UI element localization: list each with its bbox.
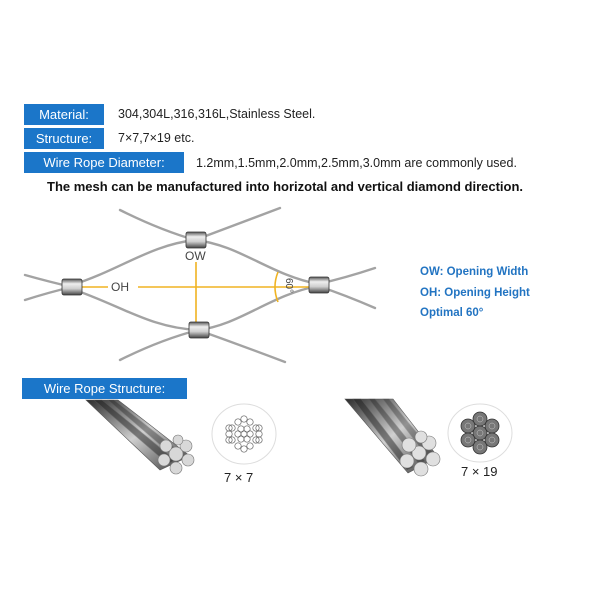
rope-7x7-image: [85, 399, 195, 475]
diameter-value: 1.2mm,1.5mm,2.0mm,2.5mm,3.0mm are common…: [196, 156, 517, 170]
legend-ow: OW: Opening Width: [420, 266, 529, 278]
cross-section-7x19: [447, 403, 513, 463]
rope-7x19-image: [344, 398, 441, 477]
ferrules: [61, 231, 330, 339]
dimension-lines: [80, 262, 312, 324]
material-tag: Material:: [24, 104, 104, 125]
diameter-tag: Wire Rope Diameter:: [24, 152, 184, 173]
ferrule-left: [61, 278, 83, 296]
structure-value: 7×7,7×19 etc.: [118, 131, 195, 145]
label-7x19: 7 × 19: [461, 464, 498, 479]
legend-oh: OH: Opening Height: [420, 287, 530, 299]
structure-tag: Structure:: [24, 128, 104, 149]
ferrule-bottom: [188, 321, 210, 339]
angle-label: 60°: [283, 277, 295, 294]
ferrule-top: [185, 231, 207, 249]
ow-label: OW: [185, 249, 206, 263]
cross-section-7x7: [211, 403, 277, 465]
mesh-direction-note: The mesh can be manufactured into horizo…: [47, 179, 524, 194]
legend-angle: Optimal 60°: [420, 307, 484, 319]
material-value: 304,304L,316,316L,Stainless Steel.: [118, 107, 316, 121]
label-7x7: 7 × 7: [224, 470, 254, 485]
wire-rope-structure-tag: Wire Rope Structure:: [22, 378, 187, 399]
diamond-mesh-diagram: [23, 206, 377, 364]
oh-label: OH: [111, 280, 129, 294]
ferrule-right: [308, 276, 330, 294]
